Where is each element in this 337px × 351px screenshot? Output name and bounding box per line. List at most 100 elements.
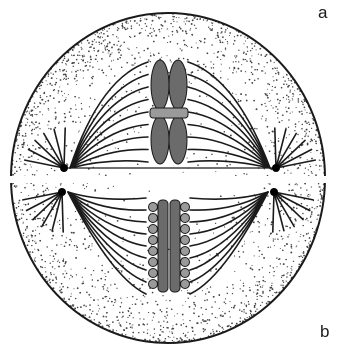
stipple-dot	[92, 311, 93, 312]
stipple-dot	[47, 125, 48, 126]
stipple-dot	[131, 90, 132, 91]
stipple-dot	[253, 221, 255, 223]
stipple-dot	[80, 121, 81, 122]
stipple-dot	[281, 236, 283, 238]
stipple-dot	[262, 115, 263, 116]
stipple-dot	[106, 320, 108, 322]
stipple-dot	[126, 327, 128, 329]
stipple-dot	[199, 260, 201, 262]
stipple-dot	[157, 338, 159, 340]
stipple-dot	[50, 72, 51, 73]
stipple-dot	[220, 32, 221, 33]
stipple-dot	[309, 124, 311, 126]
stipple-dot	[234, 36, 235, 37]
stipple-dot	[150, 52, 151, 53]
stipple-dot	[83, 59, 84, 60]
stipple-dot	[111, 301, 113, 303]
stipple-dot	[103, 288, 104, 289]
stipple-dot	[267, 218, 268, 219]
stipple-dot	[68, 59, 69, 60]
stipple-dot	[44, 92, 45, 93]
stipple-dot	[264, 103, 265, 104]
stipple-dot	[23, 222, 24, 223]
stipple-dot	[247, 37, 249, 39]
stipple-dot	[303, 235, 305, 237]
stipple-dot	[286, 276, 288, 278]
stipple-dot	[263, 257, 265, 259]
stipple-dot	[17, 147, 18, 148]
stipple-dot	[42, 219, 44, 221]
stipple-dot	[163, 321, 164, 322]
stipple-dot	[308, 243, 309, 244]
stipple-dot	[180, 324, 182, 326]
stipple-dot	[278, 140, 280, 142]
stipple-dot	[24, 114, 26, 116]
stipple-dot	[71, 150, 73, 152]
stipple-dot	[161, 311, 162, 312]
stipple-dot	[300, 255, 302, 257]
stipple-dot	[251, 315, 253, 317]
stipple-dot	[290, 173, 291, 174]
stipple-dot	[295, 126, 296, 127]
stipple-dot	[270, 232, 272, 234]
stipple-dot	[269, 208, 271, 210]
stipple-dot	[264, 187, 266, 189]
stipple-dot	[273, 238, 274, 239]
stipple-dot	[16, 170, 18, 172]
stipple-dot	[117, 30, 118, 31]
stipple-dot	[28, 107, 29, 108]
stipple-dot	[269, 287, 271, 289]
stipple-dot	[191, 83, 192, 84]
stipple-dot	[288, 184, 290, 186]
stipple-dot	[40, 266, 42, 268]
stipple-dot	[296, 184, 297, 185]
stipple-dot	[104, 284, 105, 285]
stipple-dot	[193, 337, 194, 338]
stipple-dot	[183, 333, 184, 334]
stipple-dot	[39, 147, 41, 149]
stipple-dot	[48, 108, 49, 109]
stipple-dot	[319, 169, 320, 170]
stipple-dot	[267, 195, 269, 197]
stipple-dot	[318, 199, 319, 200]
stipple-dot	[152, 312, 154, 314]
stipple-dot	[83, 55, 84, 56]
stipple-dot	[98, 305, 99, 306]
stipple-dot	[92, 243, 93, 244]
stipple-dot	[69, 239, 71, 241]
stipple-dot	[274, 292, 275, 293]
stipple-dot	[126, 20, 128, 22]
stipple-dot	[27, 118, 28, 119]
stipple-dot	[93, 299, 95, 301]
stipple-dot	[94, 189, 96, 191]
stipple-dot	[33, 184, 35, 186]
stipple-dot	[35, 127, 37, 129]
stipple-dot	[243, 309, 245, 311]
stipple-dot	[43, 103, 45, 105]
stipple-dot	[130, 326, 132, 328]
stipple-dot	[144, 324, 146, 326]
stipple-dot	[18, 134, 19, 135]
stipple-dot	[79, 55, 80, 56]
stipple-dot	[225, 298, 226, 299]
chromatid-bead	[181, 214, 190, 223]
stipple-dot	[222, 42, 224, 44]
stipple-dot	[112, 34, 113, 35]
stipple-dot	[256, 49, 257, 50]
stipple-dot	[283, 76, 284, 77]
stipple-dot	[299, 264, 301, 266]
stipple-dot	[170, 60, 171, 61]
stipple-dot	[87, 61, 88, 62]
stipple-dot	[251, 43, 253, 45]
stipple-dot	[89, 304, 91, 306]
stipple-dot	[31, 236, 32, 237]
stipple-dot	[39, 240, 41, 242]
stipple-dot	[176, 338, 178, 340]
stipple-dot	[284, 275, 285, 276]
stipple-dot	[34, 124, 35, 125]
stipple-dot	[275, 106, 277, 108]
stipple-dot	[250, 313, 251, 314]
stipple-dot	[193, 153, 195, 155]
stipple-dot	[226, 165, 228, 167]
stipple-dot	[242, 245, 244, 247]
